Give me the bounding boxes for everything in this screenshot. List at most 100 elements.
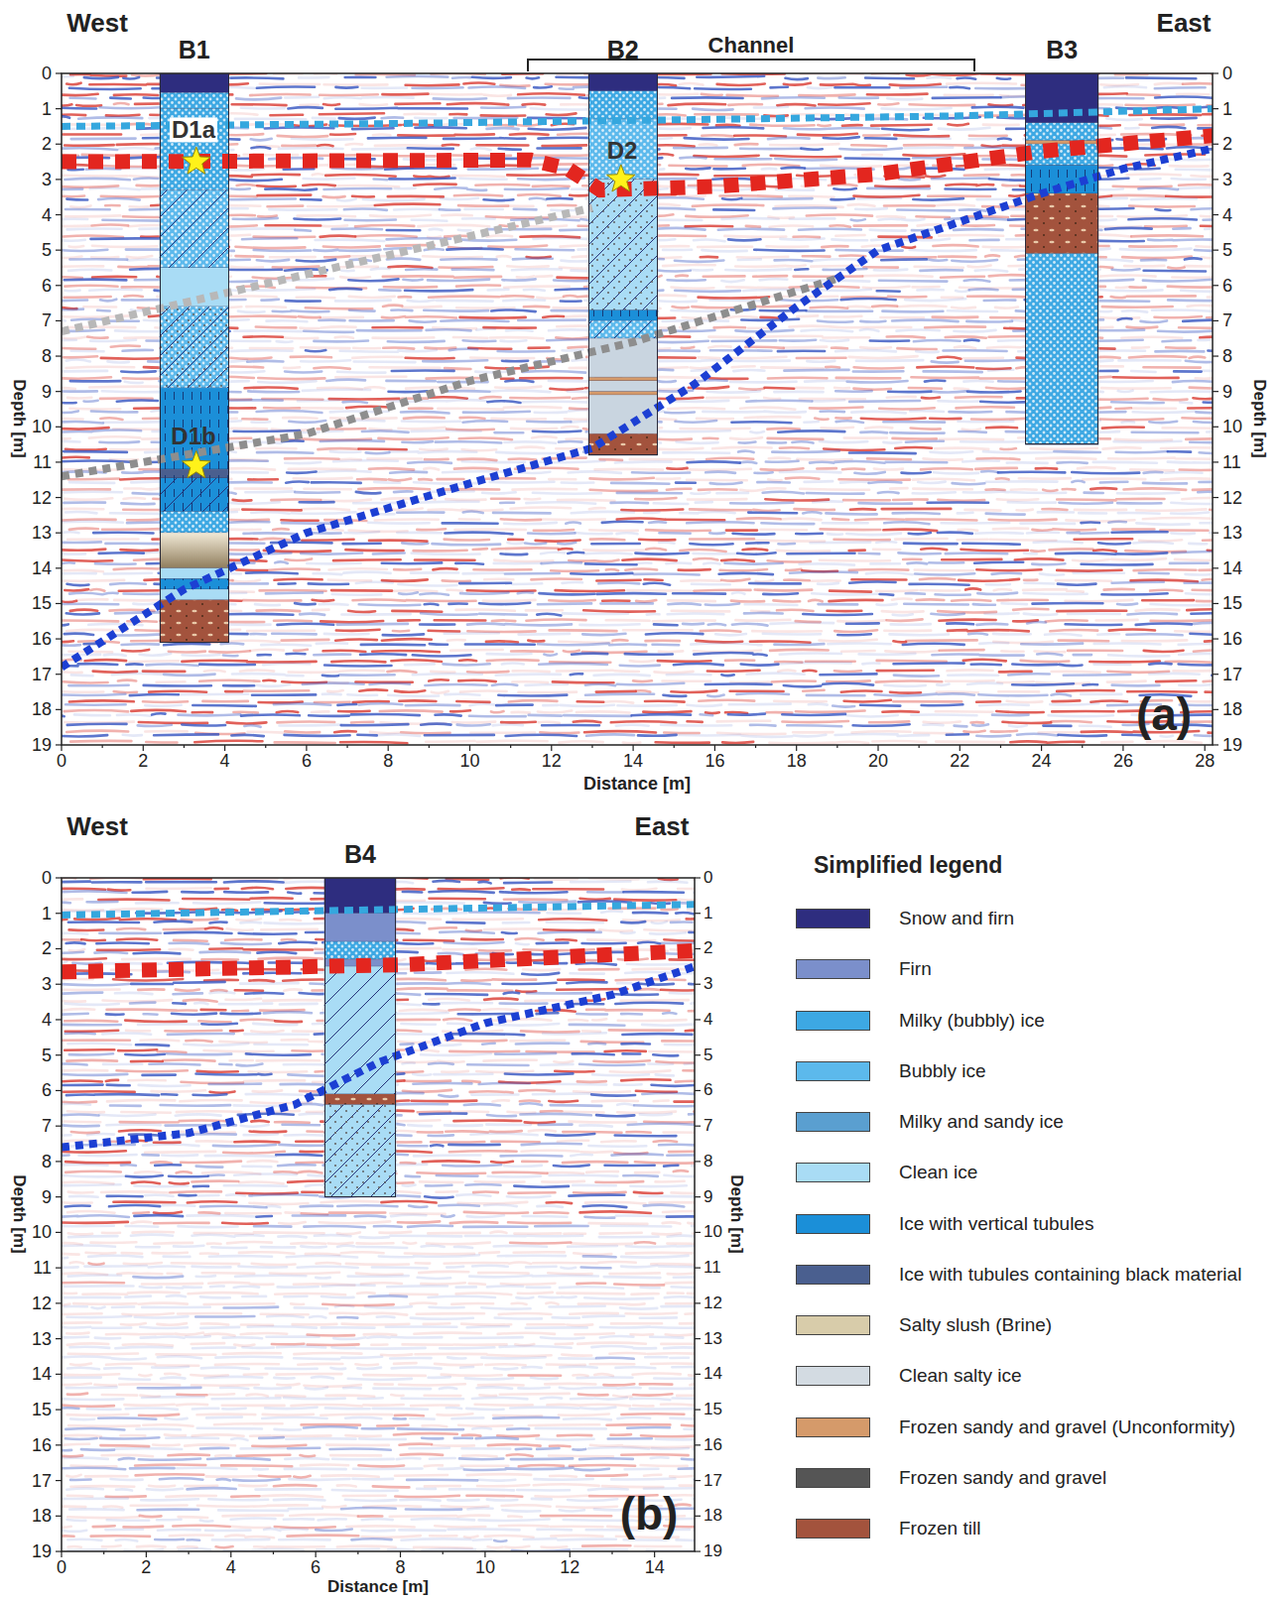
- sample-star: [182, 146, 212, 174]
- radar-trace: [387, 265, 432, 268]
- radar-trace: [861, 418, 962, 420]
- tick-mark: [959, 745, 961, 752]
- core-texture: [159, 306, 230, 388]
- core-layer: [159, 512, 230, 533]
- core-layer: [1025, 140, 1099, 145]
- depth-tick: 19: [1222, 736, 1243, 756]
- core-texture: [588, 310, 658, 322]
- tick-mark: [55, 638, 62, 640]
- borehole-name: B4: [344, 842, 377, 868]
- radar-trace: [172, 1003, 683, 1006]
- tick-mark: [632, 745, 634, 752]
- core-layer: [159, 478, 230, 513]
- radar-trace: [61, 1336, 683, 1340]
- radar-trace: [163, 673, 1131, 676]
- horizon-line: [61, 134, 1213, 190]
- depth-tick: 9: [1222, 382, 1233, 401]
- tick-mark: [1212, 673, 1219, 675]
- tick-mark: [55, 426, 62, 428]
- depth-tick: 5: [41, 241, 52, 260]
- radar-trace: [106, 1495, 658, 1498]
- radar-trace: [125, 1053, 678, 1056]
- radar-trace: [110, 447, 1213, 452]
- radar-trace: [964, 174, 1032, 176]
- radar-trace: [301, 1424, 695, 1427]
- radar-trace: [233, 499, 830, 502]
- radar-trace: [133, 1215, 695, 1218]
- radar-trace: [148, 689, 1213, 693]
- tick-mark: [694, 948, 701, 950]
- depth-tick: 18: [1222, 700, 1243, 720]
- legend-swatch: [795, 1112, 871, 1133]
- tick-mark: [55, 1302, 62, 1304]
- depth-tick: 5: [703, 1046, 713, 1065]
- depth-tick: 2: [41, 939, 52, 959]
- radar-trace: [70, 1346, 696, 1350]
- radar-trace: [61, 1326, 695, 1329]
- radar-trace: [67, 1211, 695, 1215]
- tick-mark: [55, 108, 62, 110]
- tick-mark: [55, 744, 62, 746]
- tick-mark: [55, 1516, 62, 1518]
- radar-trace: [1090, 487, 1117, 492]
- radar-trace: [510, 1242, 655, 1244]
- tick-mark: [442, 1551, 444, 1555]
- radar-trace: [68, 683, 1159, 687]
- distance-tick: 14: [644, 1558, 665, 1578]
- legend-text: Frozen till: [898, 1519, 981, 1539]
- depth-tick: 16: [31, 630, 52, 649]
- radar-trace: [135, 910, 694, 914]
- radar-trace: [61, 622, 1192, 626]
- radar-trace: [63, 1499, 695, 1502]
- core-layer: [159, 73, 230, 94]
- depth-tick: 14: [1222, 558, 1243, 578]
- radar-trace: [65, 1205, 628, 1208]
- depth-tick: 17: [31, 664, 52, 684]
- radar-trace: [248, 1160, 278, 1162]
- radar-trace: [320, 620, 1038, 624]
- radar-trace: [67, 1413, 695, 1416]
- radar-trace: [61, 572, 1213, 576]
- radar-trace: [169, 1535, 679, 1539]
- radar-trace: [242, 509, 951, 512]
- radar-trace: [61, 488, 1213, 492]
- radar-trace: [122, 649, 1183, 652]
- depth-tick: 6: [1222, 275, 1233, 295]
- depth-tick: 15: [703, 1401, 723, 1419]
- tick-mark: [103, 1551, 105, 1555]
- radar-trace: [132, 891, 684, 895]
- depth-tick: 12: [703, 1294, 723, 1313]
- radar-trace: [171, 1134, 454, 1137]
- radar-trace: [596, 1358, 635, 1360]
- radar-trace: [739, 387, 1213, 390]
- legend-text: Salty slush (Brine): [898, 1315, 1052, 1336]
- core-texture: [159, 512, 230, 533]
- tick-mark: [526, 1551, 528, 1555]
- tick-mark: [55, 1338, 62, 1340]
- tick-mark: [1212, 532, 1219, 534]
- depth-tick: 14: [31, 558, 52, 578]
- depth-tick: 12: [1222, 488, 1243, 508]
- tick-mark: [1162, 745, 1164, 749]
- radar-trace: [70, 1417, 695, 1421]
- depth-tick: 19: [31, 736, 52, 756]
- tick-mark: [55, 709, 62, 711]
- tick-mark: [55, 1409, 62, 1411]
- radar-trace: [61, 1226, 695, 1228]
- radar-trace: [61, 1222, 268, 1225]
- radar-trace: [61, 1266, 695, 1270]
- tick-mark: [836, 745, 838, 749]
- tick-mark: [755, 745, 757, 749]
- radar-trace: [65, 1160, 513, 1163]
- radar-trace: [193, 478, 1213, 481]
- radar-trace: [417, 1111, 695, 1113]
- core-layer: [588, 381, 658, 392]
- radar-trace: [89, 1263, 105, 1265]
- tick-mark: [673, 745, 675, 749]
- core-texture: [159, 190, 230, 268]
- depth-tick: 17: [31, 1471, 52, 1491]
- depth-tick: 9: [703, 1188, 713, 1207]
- depth-tick: 4: [703, 1011, 713, 1029]
- core-layer: [159, 306, 230, 388]
- legend-text: Milky (bubbly) ice: [898, 1011, 1045, 1031]
